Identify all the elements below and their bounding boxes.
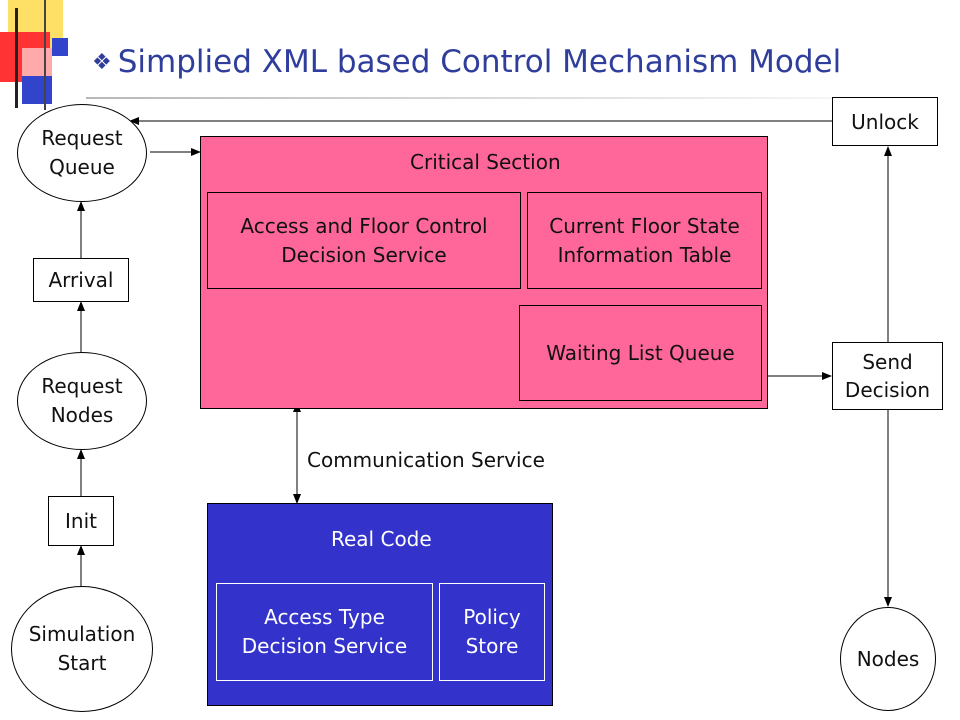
simulation-start-node: Simulation Start [11, 586, 153, 712]
nodes-node: Nodes [840, 607, 936, 711]
title-divider [86, 97, 946, 99]
policy-store-box: Policy Store [439, 583, 545, 681]
waiting-list-queue-box: Waiting List Queue [519, 305, 762, 401]
slide-title-text: Simplied XML based Control Mechanism Mod… [117, 44, 842, 80]
real-code-title: Real Code [331, 527, 432, 551]
real-code-box [207, 503, 553, 706]
send-decision-node: Send Decision [832, 342, 943, 410]
critical-section-title: Critical Section [410, 150, 561, 174]
access-floor-control-box: Access and Floor Control Decision Servic… [207, 192, 521, 289]
diamond-bullet-icon: ❖ [92, 50, 112, 75]
init-node: Init [48, 496, 114, 546]
request-nodes-node: Request Nodes [17, 352, 147, 450]
arrival-node: Arrival [33, 258, 129, 302]
access-type-decision-box: Access Type Decision Service [216, 583, 433, 681]
unlock-node: Unlock [832, 97, 938, 146]
request-queue-node: Request Queue [17, 104, 147, 202]
corner-decoration [0, 0, 80, 110]
communication-service-label: Communication Service [307, 448, 545, 472]
slide-title: ❖Simplied XML based Control Mechanism Mo… [92, 44, 841, 80]
floor-state-table-box: Current Floor State Information Table [527, 192, 762, 289]
